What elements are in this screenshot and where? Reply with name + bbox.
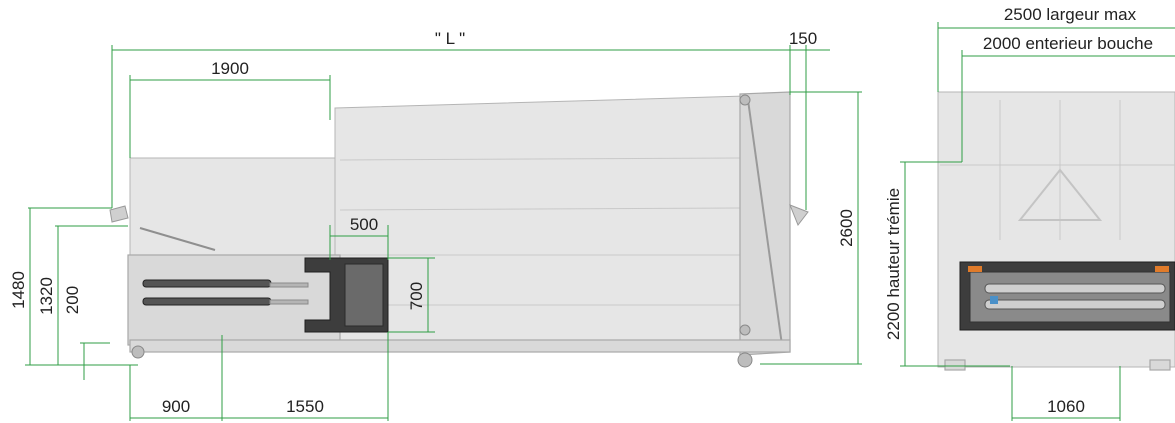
container-body (334, 95, 746, 351)
ram-rod (269, 299, 309, 305)
label-mouth-inner: 2000 enterieur bouche (983, 34, 1153, 53)
label-700: 700 (407, 282, 426, 310)
label-width-max: 2500 largeur max (1004, 5, 1137, 24)
front-accent (990, 296, 998, 304)
front-chute (1017, 168, 1103, 221)
front-accent (968, 266, 982, 272)
front-compactor-inner (969, 271, 1171, 323)
door-brace (747, 99, 783, 346)
ram-head-face (344, 263, 384, 327)
wheel (737, 352, 753, 368)
label-hopper-height: 2200 hauteur trémie (884, 188, 903, 340)
front-ram (984, 283, 1166, 294)
label-1550: 1550 (286, 397, 324, 416)
label-1320: 1320 (37, 277, 56, 315)
hopper-handle (109, 205, 129, 223)
container-rib (339, 207, 741, 211)
hopper-box (129, 157, 336, 259)
side-view (109, 91, 809, 368)
dimension-labels: " L " 150 1900 500 700 2600 1480 1320 20… (9, 5, 1153, 416)
door-hinge (739, 324, 751, 336)
label-1480: 1480 (9, 271, 28, 309)
label-2600: 2600 (837, 209, 856, 247)
hydraulic-ram (142, 279, 272, 288)
label-900: 900 (162, 397, 190, 416)
hopper-ramp (139, 227, 216, 251)
front-accent (1155, 266, 1169, 272)
front-ram (984, 299, 1166, 310)
container-rib (339, 157, 741, 161)
door-latch (789, 204, 809, 227)
label-length: " L " (435, 29, 465, 48)
dimension-lines (25, 22, 1175, 421)
ram-rod (269, 282, 309, 288)
label-1900: 1900 (211, 59, 249, 78)
front-foot (944, 359, 966, 371)
chassis-rail (129, 339, 791, 353)
label-150: 150 (789, 29, 817, 48)
front-view (937, 91, 1175, 371)
front-foot (1149, 359, 1171, 371)
label-1060: 1060 (1047, 397, 1085, 416)
label-500: 500 (350, 215, 378, 234)
door-hinge (739, 94, 751, 106)
wheel (131, 345, 145, 359)
label-200: 200 (63, 286, 82, 314)
hydraulic-ram (142, 297, 272, 306)
